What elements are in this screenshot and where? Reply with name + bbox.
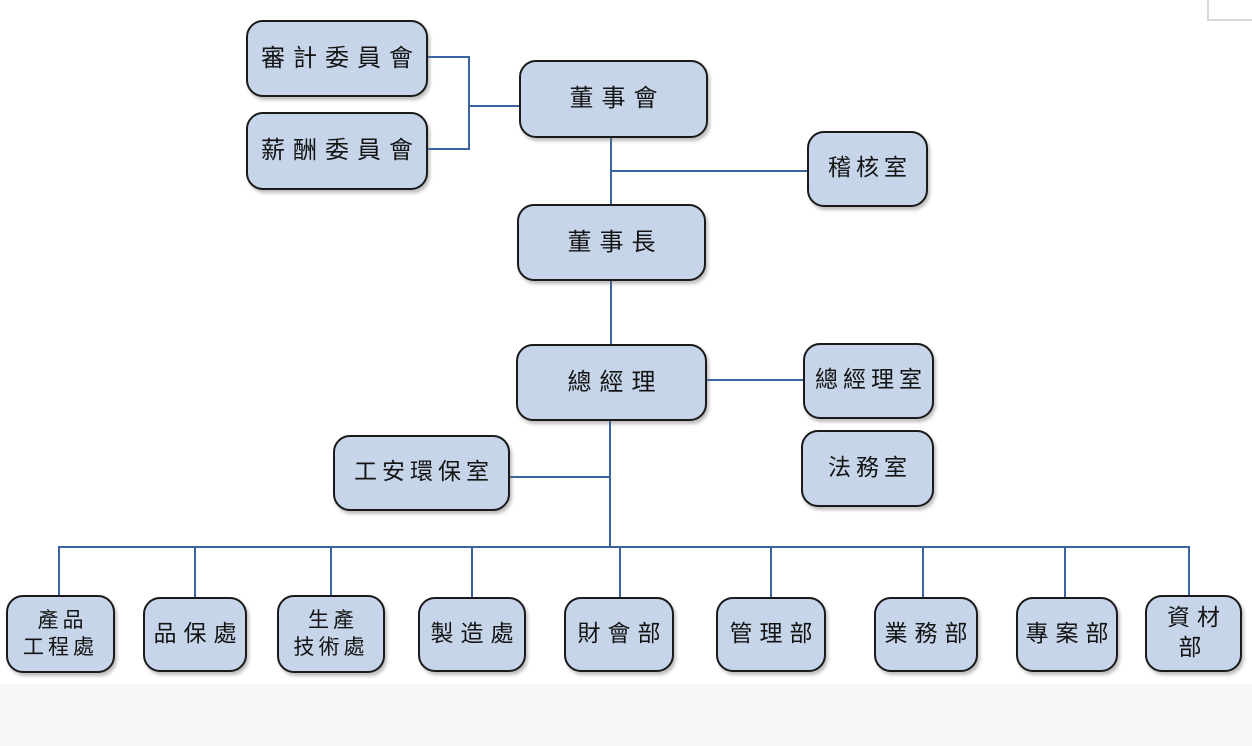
org-node-administration-dept: 管理部 bbox=[716, 597, 826, 672]
bottom-strip bbox=[0, 684, 1252, 746]
textbox-corner-mark-horizontal bbox=[1207, 19, 1252, 21]
connector-drop-product-eng bbox=[58, 546, 60, 596]
node-label: 總經理室 bbox=[815, 367, 927, 394]
org-node-product-engineering-division: 產品 工程處 bbox=[6, 595, 115, 673]
connector-drop-materials bbox=[1188, 546, 1190, 596]
connector-committees-to-board bbox=[470, 105, 519, 107]
node-label: 董事長 bbox=[567, 227, 664, 256]
node-label: 產品 工程處 bbox=[23, 607, 98, 659]
connector-drop-project bbox=[1064, 546, 1066, 598]
node-label: 董事會 bbox=[569, 84, 666, 113]
org-node-manufacturing-division: 製造處 bbox=[418, 597, 526, 672]
connector-drop-sales bbox=[922, 546, 924, 598]
node-label: 工安環保室 bbox=[354, 459, 494, 486]
connector-drop-prod-tech bbox=[330, 546, 332, 596]
node-label: 審計委員會 bbox=[261, 43, 421, 72]
org-node-safety-environment-office: 工安環保室 bbox=[333, 435, 510, 511]
node-label: 業務部 bbox=[884, 620, 975, 647]
node-label: 財會部 bbox=[577, 620, 668, 647]
org-node-general-manager: 總經理 bbox=[516, 344, 707, 421]
connector-committees-vertical bbox=[468, 56, 470, 150]
connector-drop-finance bbox=[619, 546, 621, 598]
node-label: 生產 技術處 bbox=[293, 607, 369, 659]
org-node-remuneration-committee: 薪酬委員會 bbox=[246, 112, 428, 190]
org-node-audit-committee: 審計委員會 bbox=[246, 20, 428, 97]
org-node-materials-dept: 資材部 bbox=[1145, 595, 1242, 672]
org-node-board-of-directors: 董事會 bbox=[519, 60, 708, 138]
connector-to-audit-office bbox=[611, 170, 807, 172]
org-node-general-manager-office: 總經理室 bbox=[803, 343, 934, 419]
node-label: 法務室 bbox=[828, 454, 912, 481]
node-label: 薪酬委員會 bbox=[261, 136, 421, 165]
node-label: 專案部 bbox=[1025, 620, 1116, 647]
connector-chairman-to-gm bbox=[610, 280, 612, 345]
org-node-legal-office: 法務室 bbox=[801, 430, 934, 507]
connector-remuneration-committee bbox=[428, 148, 470, 150]
connector-to-gm-office bbox=[707, 379, 803, 381]
node-label: 資材部 bbox=[1167, 604, 1227, 661]
org-node-quality-assurance-division: 品保處 bbox=[143, 597, 247, 672]
node-label: 品保處 bbox=[153, 620, 244, 647]
node-label: 稽核室 bbox=[828, 155, 912, 182]
org-node-project-dept: 專案部 bbox=[1016, 597, 1118, 672]
org-node-chairman: 董事長 bbox=[517, 204, 706, 281]
node-label: 製造處 bbox=[430, 620, 521, 647]
connector-drop-admin bbox=[770, 546, 772, 598]
textbox-corner-mark-vertical bbox=[1207, 0, 1209, 20]
connector-drop-manufacturing bbox=[471, 546, 473, 598]
node-label: 管理部 bbox=[729, 620, 820, 647]
org-node-finance-accounting-dept: 財會部 bbox=[564, 597, 674, 672]
connector-drop-qa bbox=[194, 546, 196, 598]
node-label: 總經理 bbox=[567, 367, 664, 396]
org-node-production-technology-division: 生產 技術處 bbox=[277, 595, 385, 673]
org-node-audit-office: 稽核室 bbox=[807, 131, 928, 207]
connector-gm-to-bus bbox=[609, 420, 611, 548]
connector-to-safety-office bbox=[510, 476, 610, 478]
org-node-sales-dept: 業務部 bbox=[874, 597, 978, 672]
connector-audit-committee bbox=[428, 56, 470, 58]
connector-department-bus bbox=[58, 546, 1190, 548]
